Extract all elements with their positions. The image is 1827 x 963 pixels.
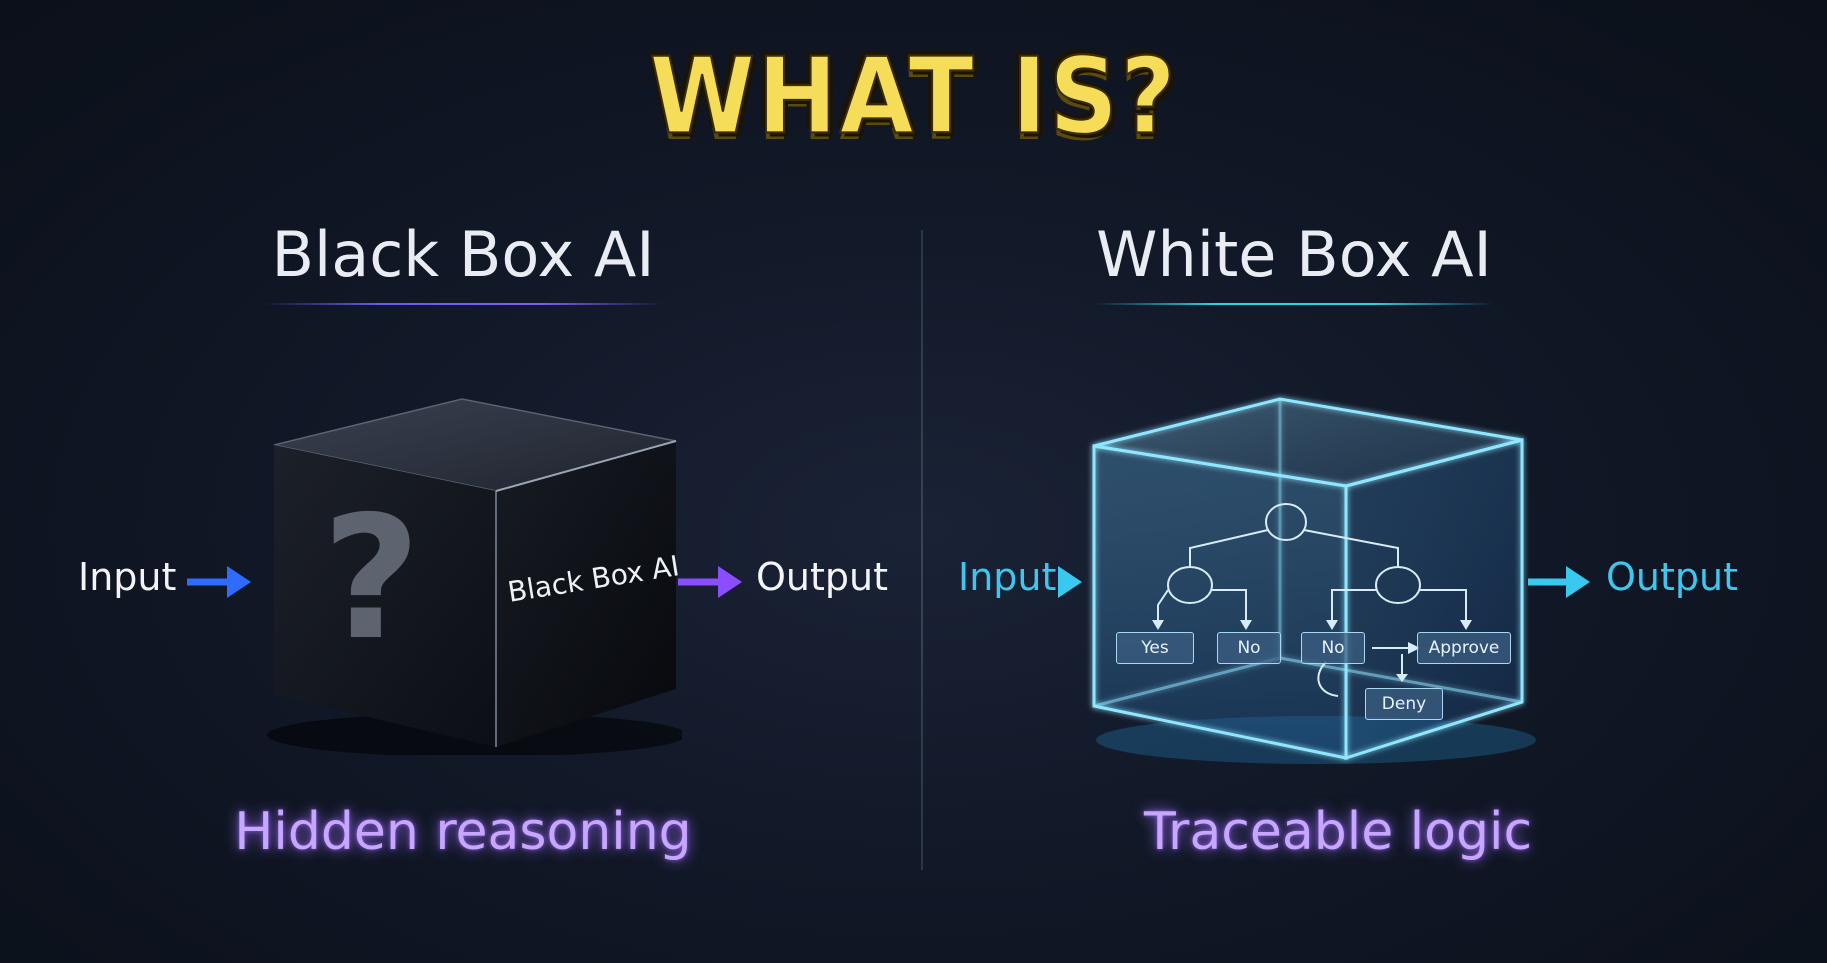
tree-node-yes: Yes — [1116, 632, 1194, 664]
white-box-caption: Traceable logic — [1038, 802, 1638, 862]
black-box-caption: Hidden reasoning — [163, 802, 763, 862]
white-box-input-arrow — [1056, 562, 1086, 602]
question-mark-icon: ? — [322, 480, 421, 678]
white-box-input-label: Input — [958, 555, 1056, 599]
white-box-output-arrow — [1526, 562, 1592, 602]
black-box-input-label: Input — [78, 555, 176, 599]
white-box-output-label: Output — [1606, 555, 1738, 599]
tree-node-deny: Deny — [1365, 688, 1443, 720]
tree-node-no-right: No — [1301, 632, 1365, 664]
black-box-output-label: Output — [756, 555, 888, 599]
white-box-heading: White Box AI — [994, 218, 1594, 291]
white-box-underline — [1094, 303, 1494, 305]
tree-node-approve: Approve — [1417, 632, 1511, 664]
black-box-heading: Black Box AI — [163, 218, 763, 291]
white-box-cube — [1086, 390, 1536, 770]
tree-node-no-left: No — [1217, 632, 1281, 664]
main-title: WHAT IS? — [0, 34, 1827, 157]
black-box-output-arrow — [676, 562, 746, 602]
black-box-input-arrow — [183, 562, 253, 602]
center-divider — [921, 230, 923, 870]
black-box-underline — [263, 303, 663, 305]
